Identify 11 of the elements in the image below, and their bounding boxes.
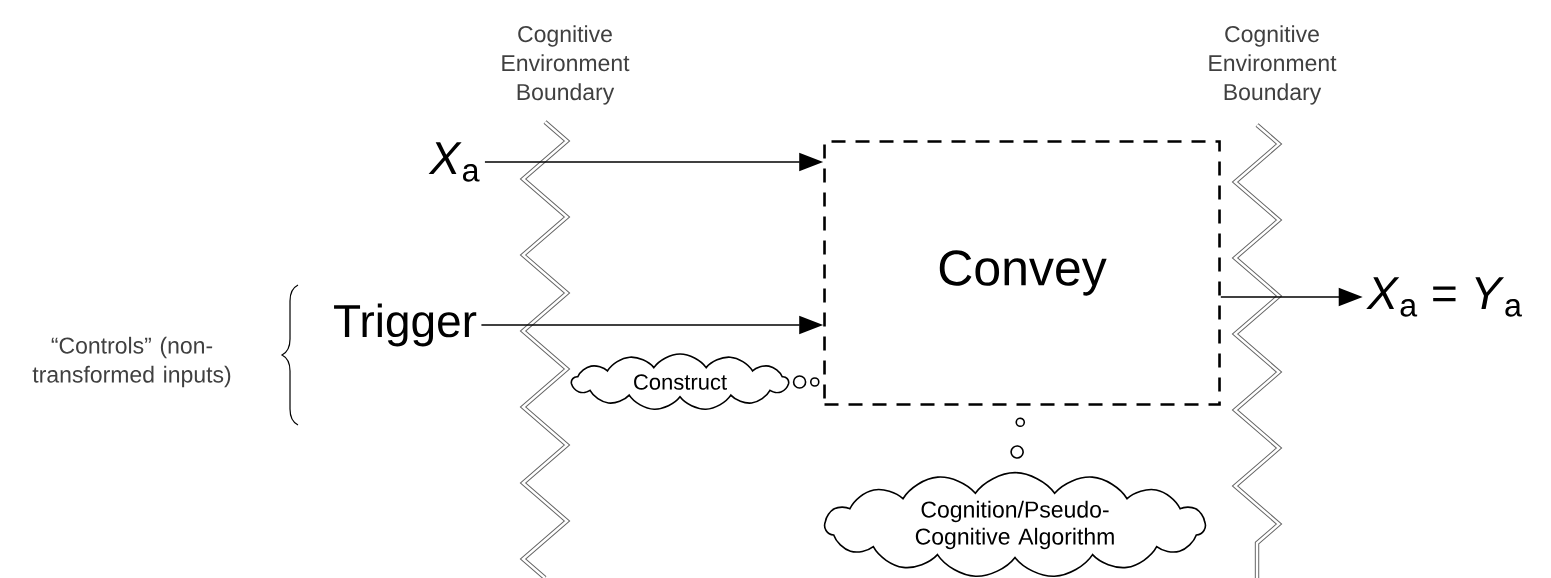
input-label: Trigger [334, 303, 477, 347]
thought-bubbles [792, 375, 820, 389]
note-label: “Controls” (non-transformed inputs) [32, 336, 231, 388]
thought-bubbles [1010, 417, 1026, 459]
thought-cloud: Cognition/Pseudo-Cognitive Algorithm [823, 471, 1207, 578]
boundary-label: Cognitive Environment Boundary [1209, 25, 1337, 105]
process-box: Convey [823, 140, 1221, 406]
variable-label: X$_{a}$ = Y$_{a}$ [1366, 277, 1522, 317]
thought-cloud: Construct [570, 353, 790, 410]
variable-label: X$_{a}$ [428, 142, 480, 182]
boundary-label: Cognitive Environment Boundary [502, 25, 630, 105]
